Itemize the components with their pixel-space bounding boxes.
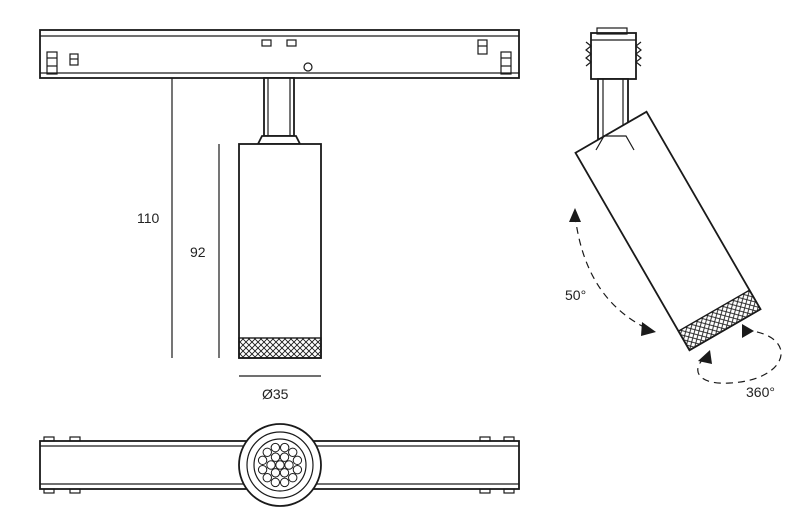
- lens-cell: [288, 447, 298, 457]
- lens-cell: [270, 442, 281, 453]
- lens-cell: [279, 477, 290, 488]
- lens-cell: [292, 464, 303, 475]
- stem-collar: [256, 135, 302, 145]
- lens-cell: [279, 468, 290, 478]
- lens-cell: [270, 452, 281, 462]
- lens-array: [253, 438, 307, 492]
- knurled-ring: [238, 337, 322, 359]
- rail-clip-right: [477, 39, 488, 55]
- dim-label-92: 92: [190, 244, 206, 260]
- lens-cell: [257, 455, 268, 466]
- rail-notch: [261, 39, 272, 47]
- rotation-arrow-left: [698, 350, 712, 364]
- tilt-label: 50°: [565, 287, 586, 303]
- rail-screw: [303, 62, 313, 72]
- knurled-ring-tilted: [677, 289, 762, 352]
- lens-cell: [284, 460, 294, 470]
- tilt-arc: [574, 214, 651, 331]
- lens-cell: [262, 447, 272, 457]
- lens-cell: [266, 460, 276, 470]
- lens-cell: [257, 464, 268, 475]
- lamp-head-ring: [246, 431, 314, 499]
- adapter-block: [590, 32, 637, 80]
- rotation-arc: [697, 329, 782, 384]
- rotation-arrow-right: [742, 324, 754, 338]
- lens-cells: [257, 442, 303, 488]
- lens-cell: [275, 460, 285, 470]
- lens-cell: [270, 468, 281, 478]
- front-view: 110 92 Ø35: [39, 29, 520, 402]
- lens-cell: [279, 452, 290, 462]
- rail-notch: [286, 39, 297, 47]
- lens-cell: [270, 477, 281, 488]
- dim-label-diameter: Ø35: [262, 386, 289, 402]
- rail-connector-right: [500, 51, 512, 75]
- tilt-arrow-down: [641, 322, 656, 336]
- lamp-body: [238, 143, 322, 359]
- tilt-arrow-up: [569, 208, 581, 222]
- dim-label-110: 110: [137, 210, 160, 226]
- side-view: 50° 360°: [565, 27, 782, 400]
- lens-cell: [288, 473, 298, 483]
- bottom-view: [39, 423, 520, 507]
- lens-cell: [279, 442, 290, 453]
- rail-connector-left: [46, 51, 58, 75]
- lens-cell: [262, 473, 272, 483]
- rotation-label: 360°: [746, 384, 775, 400]
- lens-cell: [292, 455, 303, 466]
- track-rail-front: [39, 29, 520, 79]
